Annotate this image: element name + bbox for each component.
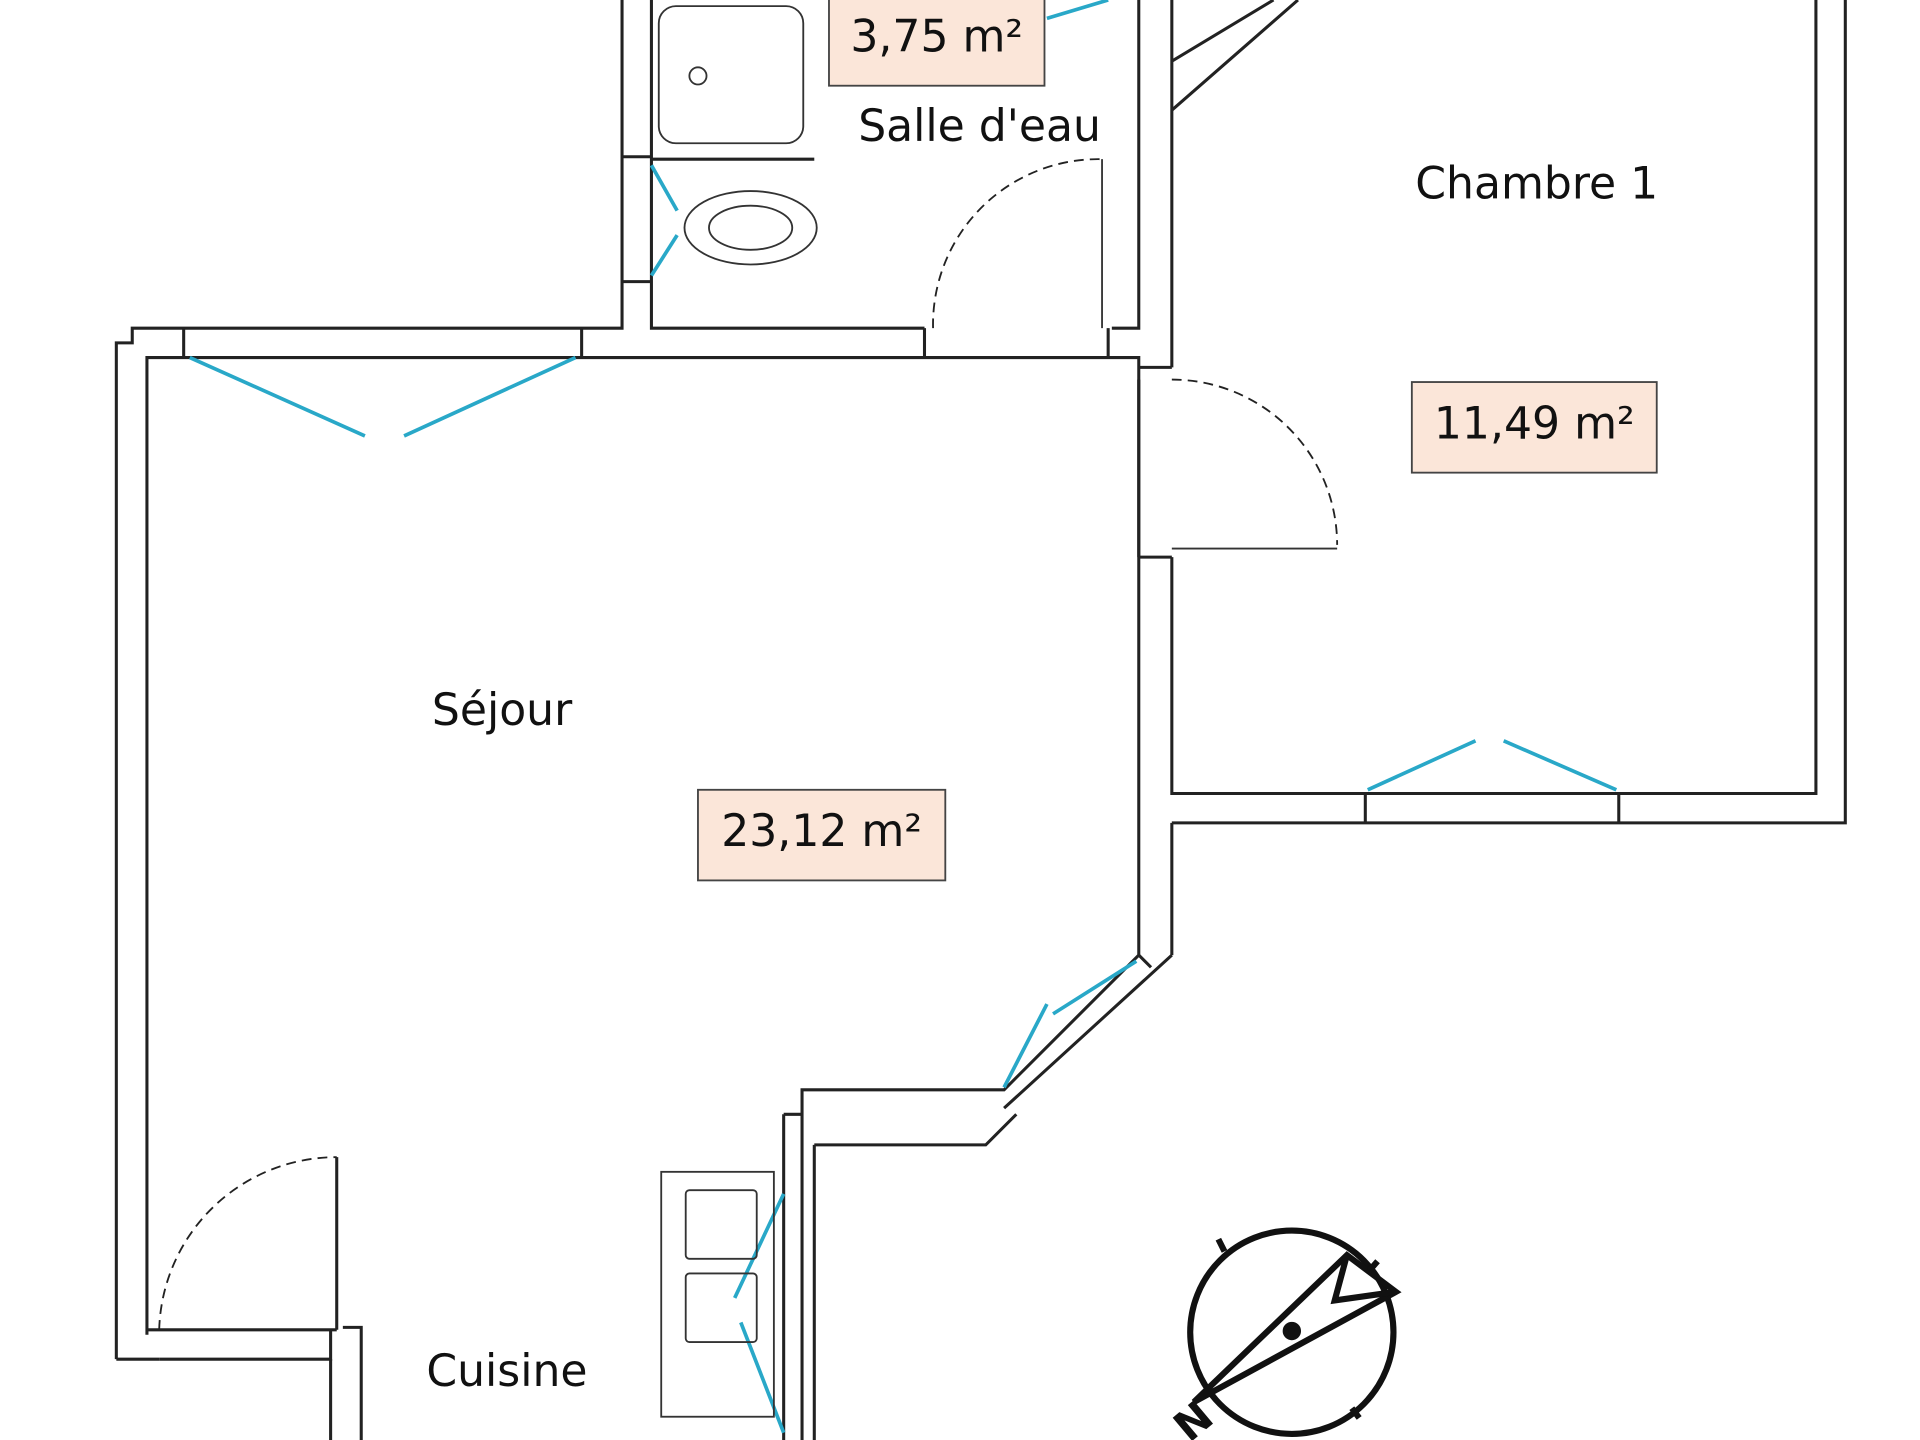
- room-name: Séjour: [432, 685, 573, 736]
- shower-tray: [657, 5, 805, 145]
- room-chambre-1: Chambre 1 11,49 m²: [1410, 158, 1658, 474]
- area-label: 11,49 m²: [1434, 398, 1635, 449]
- fixtures: [657, 5, 818, 1418]
- area-label: 23,12 m²: [721, 806, 922, 857]
- walls: [114, 0, 1847, 1440]
- room-name: Salle d'eau: [858, 101, 1101, 152]
- doors: [158, 158, 1339, 1330]
- room-cuisine: Cuisine: [426, 1346, 587, 1397]
- room-name: Cuisine: [426, 1346, 587, 1397]
- kitchen-sink: [660, 1170, 775, 1418]
- compass-icon: N: [1164, 1227, 1402, 1440]
- room-salle-deau: 3,75 m² Salle d'eau: [828, 0, 1101, 152]
- windows: [189, 0, 1618, 1434]
- room-sejour: Séjour 23,12 m²: [432, 685, 947, 882]
- room-name: Chambre 1: [1415, 158, 1658, 209]
- toilet: [683, 190, 818, 266]
- area-label: 3,75 m²: [850, 11, 1023, 62]
